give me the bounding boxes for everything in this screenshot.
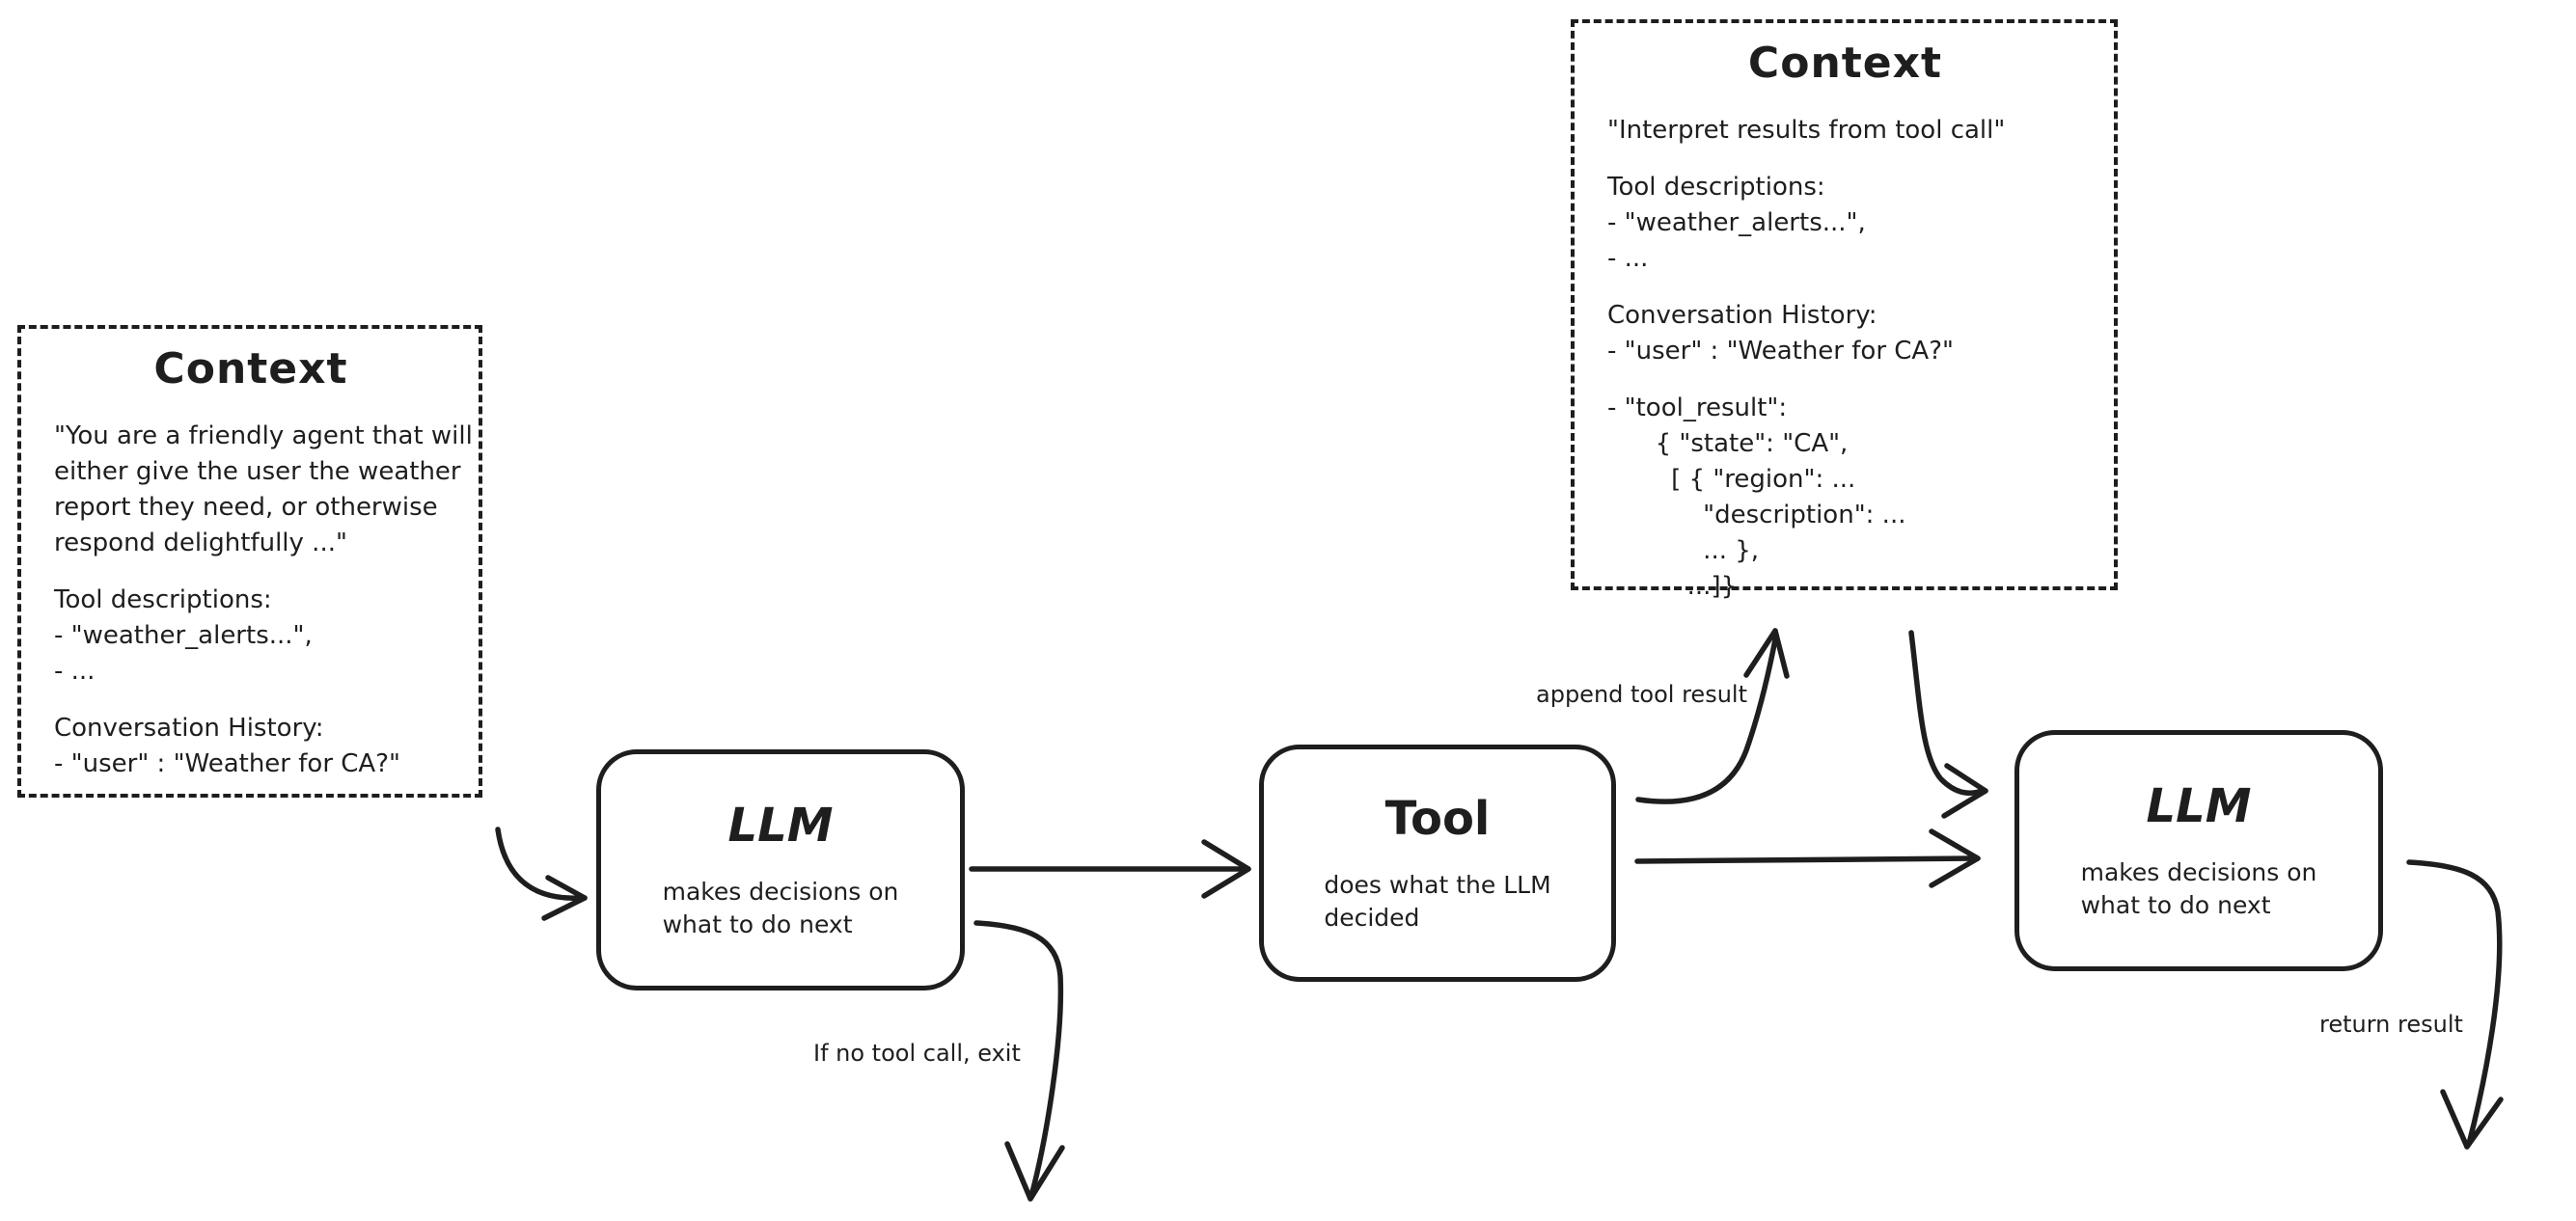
context-initial-prompt-line: report they need, or otherwise [54,493,438,522]
context-initial-tools-line: - ... [54,657,96,686]
context-box-initial: Context "You are a friendly agent that w… [17,325,482,798]
context-initial-history-line: - "user" : "Weather for CA?" [54,749,400,778]
context-after-tool-history-line: [ { "region": ... [1607,465,1856,494]
context-after-tool-history-line: { "state": "CA", [1607,429,1849,458]
node-llm-second-subtitle-line: what to do next [2080,891,2271,919]
node-tool-subtitle: does what the LLM decided [1324,869,1550,935]
edge-label-return-result: return result [2319,1011,2463,1038]
node-llm-first-subtitle: makes decisions on what to do next [663,876,899,941]
arrow-return-result [2406,859,2504,1150]
context-after-tool-title: Context [1747,39,1943,88]
node-llm-first-title: LLM [727,799,834,853]
arrow-context-initial-to-llm [495,827,588,921]
context-initial-prompt-line: "You are a friendly agent that will [54,421,473,450]
context-initial-prompt-line: respond delightfully ..." [54,529,347,557]
node-llm-second-title: LLM [2146,779,2252,833]
context-initial-tools-heading: Tool descriptions: [54,585,272,614]
context-after-tool-history-line: ... }, [1607,536,1760,565]
context-box-after-tool: Context "Interpret results from tool cal… [1571,19,2118,601]
node-llm-first: LLM makes decisions on what to do next [596,749,965,990]
context-after-tool-tools-heading: Tool descriptions: [1607,173,1825,202]
context-after-tool-tools-line: - ... [1607,244,1649,273]
context-after-tool-prompt-line: "Interpret results from tool call" [1607,116,2006,145]
edge-label-if-no-tool-call-exit: If no tool call, exit [813,1040,1021,1067]
context-after-tool-history-line: - "tool_result": [1607,393,1788,422]
context-after-tool-history-line: - "user" : "Weather for CA?" [1607,337,1954,366]
node-llm-second: LLM makes decisions on what to do next [2014,730,2383,971]
arrow-tool-to-llm-second [1634,828,1981,888]
node-llm-first-subtitle-line: what to do next [662,910,853,938]
node-llm-first-subtitle-line: makes decisions on [662,878,899,906]
node-llm-second-subtitle-line: makes decisions on [2080,858,2317,886]
context-after-tool-history-line: ...]} [1607,572,1738,601]
context-initial-tools-line: - "weather_alerts...", [54,621,313,650]
context-after-tool-tools-line: - "weather_alerts...", [1607,208,1866,237]
arrow-context-after-tool-to-llm [1908,630,1988,819]
context-initial-title: Context [153,344,348,393]
node-llm-second-subtitle: makes decisions on what to do next [2081,856,2317,922]
context-after-tool-history-heading: Conversation History: [1607,301,1877,330]
arrow-append-tool-result [1635,628,1790,804]
context-after-tool-history-line: "description": ... [1607,501,1906,529]
context-initial-prompt-line: either give the user the weather [54,457,461,486]
node-tool: Tool does what the LLM decided [1259,745,1616,982]
node-tool-title: Tool [1384,792,1491,846]
node-tool-subtitle-line: decided [1324,904,1420,932]
arrow-llm-to-tool [969,839,1251,899]
node-tool-subtitle-line: does what the LLM [1324,871,1551,899]
context-initial-history-heading: Conversation History: [54,714,324,743]
edge-label-append-tool-result: append tool result [1536,681,1747,708]
